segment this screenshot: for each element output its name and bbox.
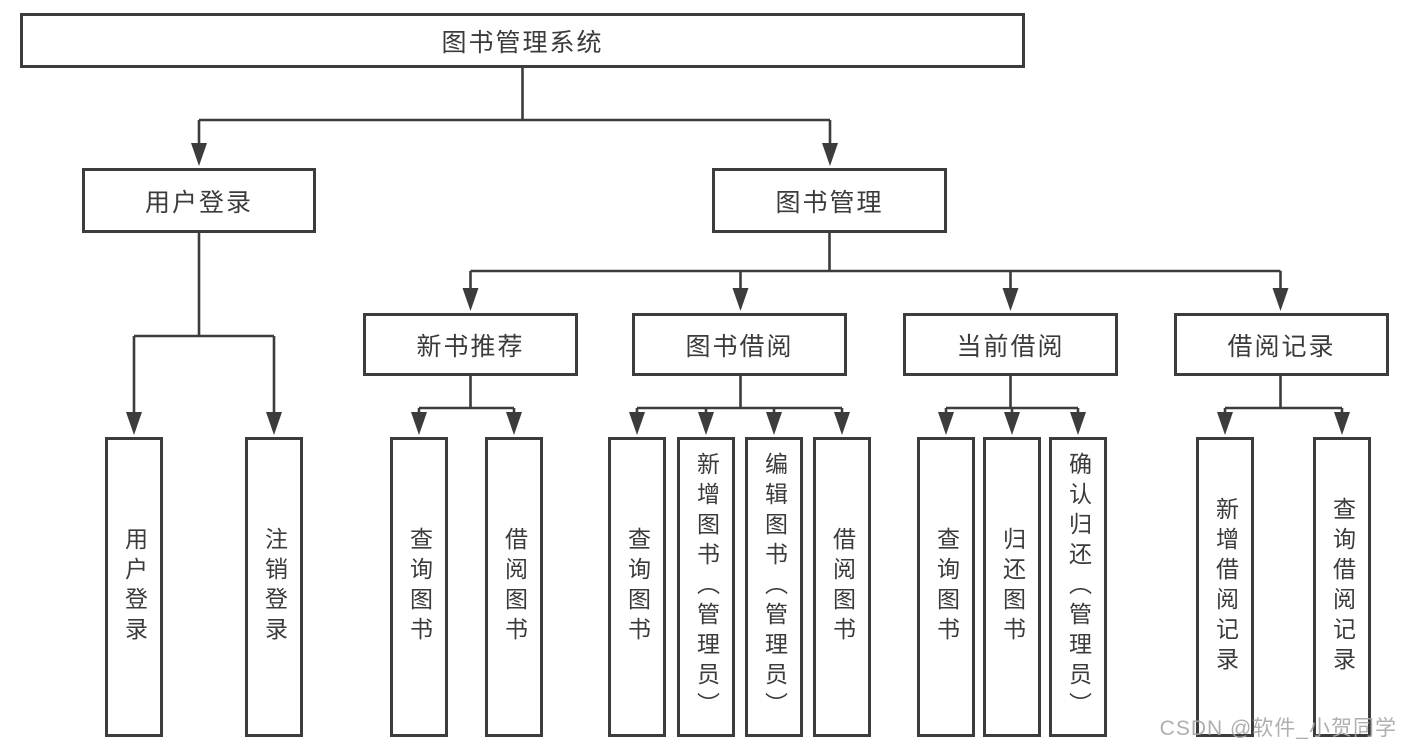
leaf-borrow-borrow-books: 借阅图书: [813, 437, 871, 737]
node-current-borrow: 当前借阅: [903, 313, 1118, 376]
node-new-book-recommend: 新书推荐: [363, 313, 578, 376]
leaf-recommend-borrow-books: 借阅图书: [485, 437, 543, 737]
leaf-recommend-query-books: 查询图书: [390, 437, 448, 737]
leaf-borrow-edit-books-admin: 编辑图书（管理员）: [745, 437, 803, 737]
leaf-current-confirm-return-admin: 确认归还（管理员）: [1049, 437, 1107, 737]
node-book-borrow: 图书借阅: [632, 313, 847, 376]
csdn-watermark: CSDN @软件_小贺同学: [1159, 717, 1397, 740]
leaf-current-query-books: 查询图书: [917, 437, 975, 737]
node-borrow-records: 借阅记录: [1174, 313, 1389, 376]
leaf-logout: 注销登录: [245, 437, 303, 737]
leaf-records-query-record: 查询借阅记录: [1313, 437, 1371, 737]
leaf-records-add-record: 新增借阅记录: [1196, 437, 1254, 737]
node-root-system: 图书管理系统: [20, 13, 1025, 68]
leaf-user-login: 用户登录: [105, 437, 163, 737]
leaf-borrow-add-books-admin: 新增图书（管理员）: [677, 437, 735, 737]
node-book-management: 图书管理: [712, 168, 947, 233]
leaf-current-return-books: 归还图书: [983, 437, 1041, 737]
node-user-login: 用户登录: [82, 168, 316, 233]
leaf-borrow-query-books: 查询图书: [608, 437, 666, 737]
